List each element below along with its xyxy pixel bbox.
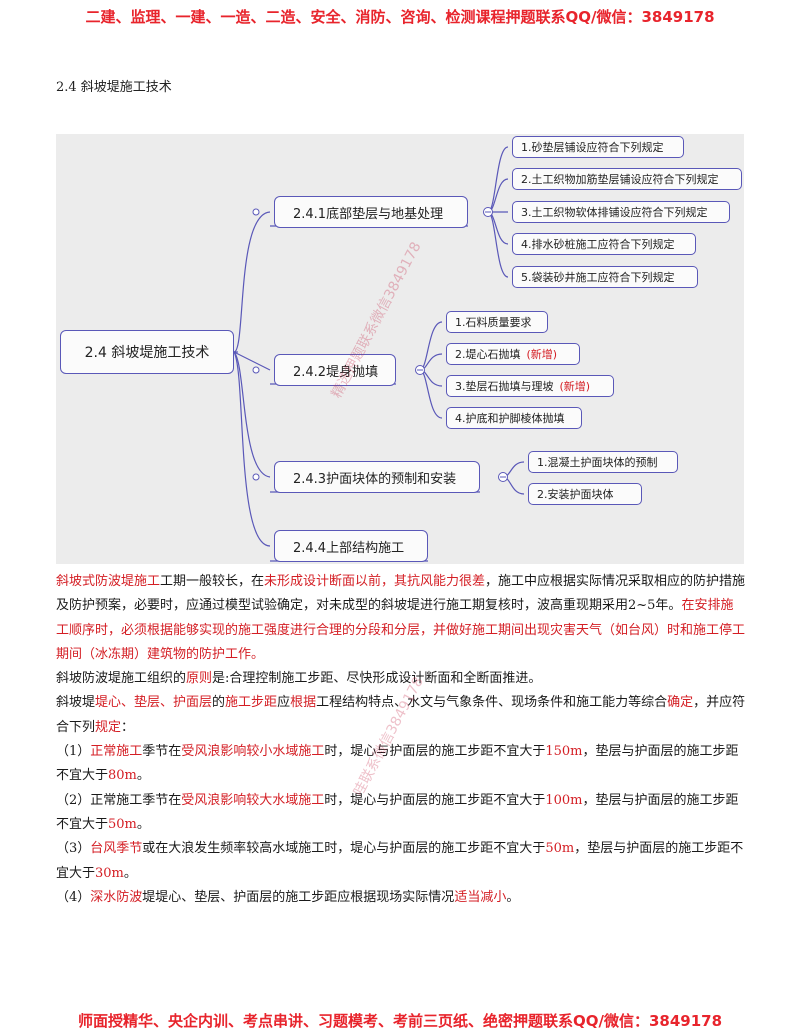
text: （1） <box>56 744 91 760</box>
leaf-node: 4.护底和护脚棱体抛填 <box>446 407 582 429</box>
text: 季节在 <box>142 744 182 760</box>
leaf-node: 1.砂垫层铺设应符合下列规定 <box>512 136 684 158</box>
section-heading: 2.4 斜坡堤施工技术 <box>56 80 172 95</box>
new-tag: (新增) <box>526 348 558 361</box>
text: 的 <box>212 695 226 711</box>
highlight: 未形成设计断面以前，其抗风能力很差 <box>264 574 486 589</box>
highlight: 150m <box>545 744 583 760</box>
highlight: 50m <box>108 816 137 832</box>
new-tag: (新增) <box>559 380 591 393</box>
highlight: 80m <box>108 768 137 784</box>
list-item: （4）深水防波堤堤心、垫层、护面层的施工步距应根据现场实际情况适当减小。 <box>56 886 746 910</box>
leaf-node: 1.混凝土护面块体的预制 <box>528 451 678 473</box>
leaf-label: 2.堤心石抛填 <box>455 348 521 361</box>
text: 时，堤心与护面层的施工步距不宜大于 <box>324 792 546 808</box>
highlight: 规定 <box>95 719 122 735</box>
highlight: 深水防波 <box>90 889 143 905</box>
root-node: 2.4 斜坡堤施工技术 <box>60 330 234 374</box>
branch-node-2-4-4: 2.4.4上部结构施工 <box>274 530 428 562</box>
list-item: （1）正常施工季节在受风浪影响较小水域施工时，堤心与护面层的施工步距不宜大于15… <box>56 740 746 789</box>
text: （2）正常施工季节在 <box>56 792 182 808</box>
leaf-label: 3.垫层石抛填与理坡 <box>455 380 554 393</box>
text: 或在大浪发生频率较高水域施工时，堤心与护面层的施工步距不宜大于 <box>142 841 546 857</box>
text: ，施工中应根据实际情况采取相应的防护措施及防护预案，必要时，应通过模型试验确定，… <box>56 574 746 614</box>
bottom-banner: 师面授精华、央企内训、考点串讲、习题模考、考前三页纸、绝密押题联系QQ/微信：3… <box>77 1012 723 1030</box>
paragraph: 斜坡防波堤施工组织的原则是:合理控制施工步距、尽快形成设计断面和全断面推进。 <box>56 667 746 691</box>
highlight: 受风浪影响较小水域施工 <box>181 744 325 760</box>
highlight: 50m <box>545 841 575 857</box>
highlight: 在安排施工顺序时，必须根据能够实现的施工强度进行合理的分段和分层，并做好施工期间… <box>56 598 746 662</box>
highlight: 适当减小 <box>454 889 507 905</box>
branch-node-2-4-1: 2.4.1底部垫层与地基处理 <box>274 196 468 228</box>
branch-node-2-4-2: 2.4.2堤身抛填 <box>274 354 396 386</box>
text: 。 <box>123 865 137 881</box>
text: ，垫层与护面层的施工步距不宜大于 <box>56 792 739 832</box>
text: 。 <box>506 889 520 905</box>
text: （3） <box>56 841 91 857</box>
text: 工期一般较长，在 <box>160 574 265 589</box>
text: 斜坡防波堤施工组织的 <box>56 671 187 687</box>
highlight: 正常施工 <box>90 744 143 760</box>
text: ，垫层与护面层的施工步距不宜大于 <box>56 744 739 784</box>
leaf-node: 2.堤心石抛填 (新增) <box>446 343 580 365</box>
list-item: （3）台风季节或在大浪发生频率较高水域施工时，堤心与护面层的施工步距不宜大于50… <box>56 837 746 886</box>
highlight: 确定 <box>667 695 694 711</box>
text: 时，堤心与护面层的施工步距不宜大于 <box>324 744 546 760</box>
text: 斜坡堤 <box>56 695 96 711</box>
highlight: 堤心、垫层、护面层 <box>95 695 213 711</box>
leaf-node: 1.石料质量要求 <box>446 311 548 333</box>
highlight: 台风季节 <box>90 841 143 857</box>
branch-node-2-4-3: 2.4.3护面块体的预制和安装 <box>274 461 480 493</box>
body-text: 斜坡式防波堤施工工期一般较长，在未形成设计断面以前，其抗风能力很差，施工中应根据… <box>56 570 746 910</box>
highlight: 30m <box>95 865 124 881</box>
leaf-node: 3.垫层石抛填与理坡 (新增) <box>446 375 614 397</box>
highlight: 施工步距 <box>225 695 278 711</box>
text: 工程结构特点、水文与气象条件、现场条件和施工能力等综合 <box>316 695 668 711</box>
text: 。 <box>136 768 150 784</box>
paragraph: 斜坡式防波堤施工工期一般较长，在未形成设计断面以前，其抗风能力很差，施工中应根据… <box>56 570 746 667</box>
text: （4） <box>56 889 91 905</box>
list-item: （2）正常施工季节在受风浪影响较大水域施工时，堤心与护面层的施工步距不宜大于10… <box>56 789 746 838</box>
highlight: 原则 <box>186 671 213 687</box>
leaf-node: 2.安装护面块体 <box>528 483 642 505</box>
text: ，垫层与护面层的施工步距不宜大于 <box>56 841 744 881</box>
text: ，并应符合下列 <box>56 695 746 735</box>
text: 应 <box>277 695 291 711</box>
text: 堤堤心、垫层、护面层的施工步距应根据现场实际情况 <box>142 889 455 905</box>
highlight: 100m <box>545 792 583 808</box>
highlight: 斜坡式防波堤施工 <box>56 574 161 589</box>
highlight: 受风浪影响较大水域施工 <box>181 792 325 808</box>
highlight: 根据 <box>290 695 317 711</box>
leaf-node: 3.土工织物软体排铺设应符合下列规定 <box>512 201 730 223</box>
leaf-node: 4.排水砂桩施工应符合下列规定 <box>512 233 696 255</box>
paragraph: 斜坡堤堤心、垫层、护面层的施工步距应根据工程结构特点、水文与气象条件、现场条件和… <box>56 691 746 740</box>
text: 。 <box>136 816 150 832</box>
text: 是:合理控制施工步距、尽快形成设计断面和全断面推进。 <box>212 671 542 687</box>
top-banner: 二建、监理、一建、一造、二造、安全、消防、咨询、检测课程押题联系QQ/微信：38… <box>85 8 715 26</box>
mind-map: 2.4 斜坡堤施工技术 2.4.1底部垫层与地基处理 2.4.2堤身抛填 2.4… <box>56 134 744 564</box>
leaf-node: 5.袋装砂井施工应符合下列规定 <box>512 266 698 288</box>
text: ： <box>121 719 135 735</box>
leaf-node: 2.土工织物加筋垫层铺设应符合下列规定 <box>512 168 742 190</box>
